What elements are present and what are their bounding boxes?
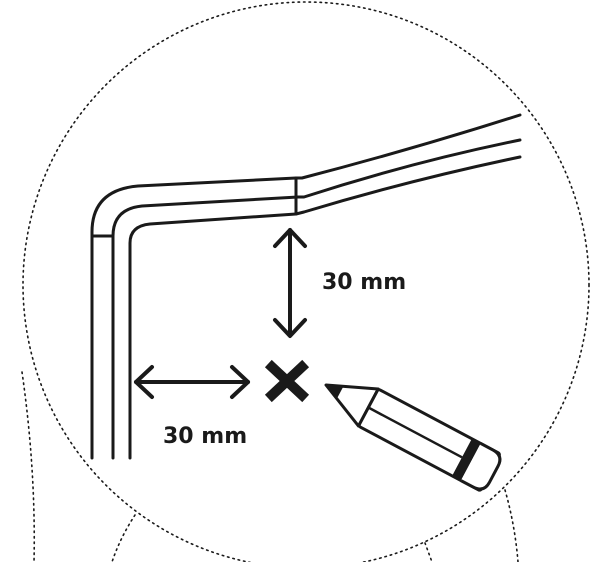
guide-line-right-inner bbox=[424, 542, 433, 563]
vertical-distance-label: 30 mm bbox=[322, 270, 407, 295]
guide-line-left-inner bbox=[111, 514, 136, 563]
horizontal-measure-arrow bbox=[134, 365, 250, 399]
vertical-measure-arrow bbox=[273, 228, 307, 338]
frame-corner bbox=[90, 113, 522, 460]
pencil-icon bbox=[324, 383, 502, 492]
frame-middle-edge bbox=[111, 138, 522, 460]
magnifier-circle bbox=[22, 1, 590, 567]
horizontal-distance-label: 30 mm bbox=[163, 424, 248, 449]
guide-line-right-outer bbox=[504, 489, 519, 563]
x-mark-icon bbox=[264, 359, 310, 403]
guide-line-left-outer bbox=[21, 371, 36, 563]
frame-outer-edge bbox=[90, 113, 522, 460]
frame-inner-edge bbox=[128, 155, 522, 460]
